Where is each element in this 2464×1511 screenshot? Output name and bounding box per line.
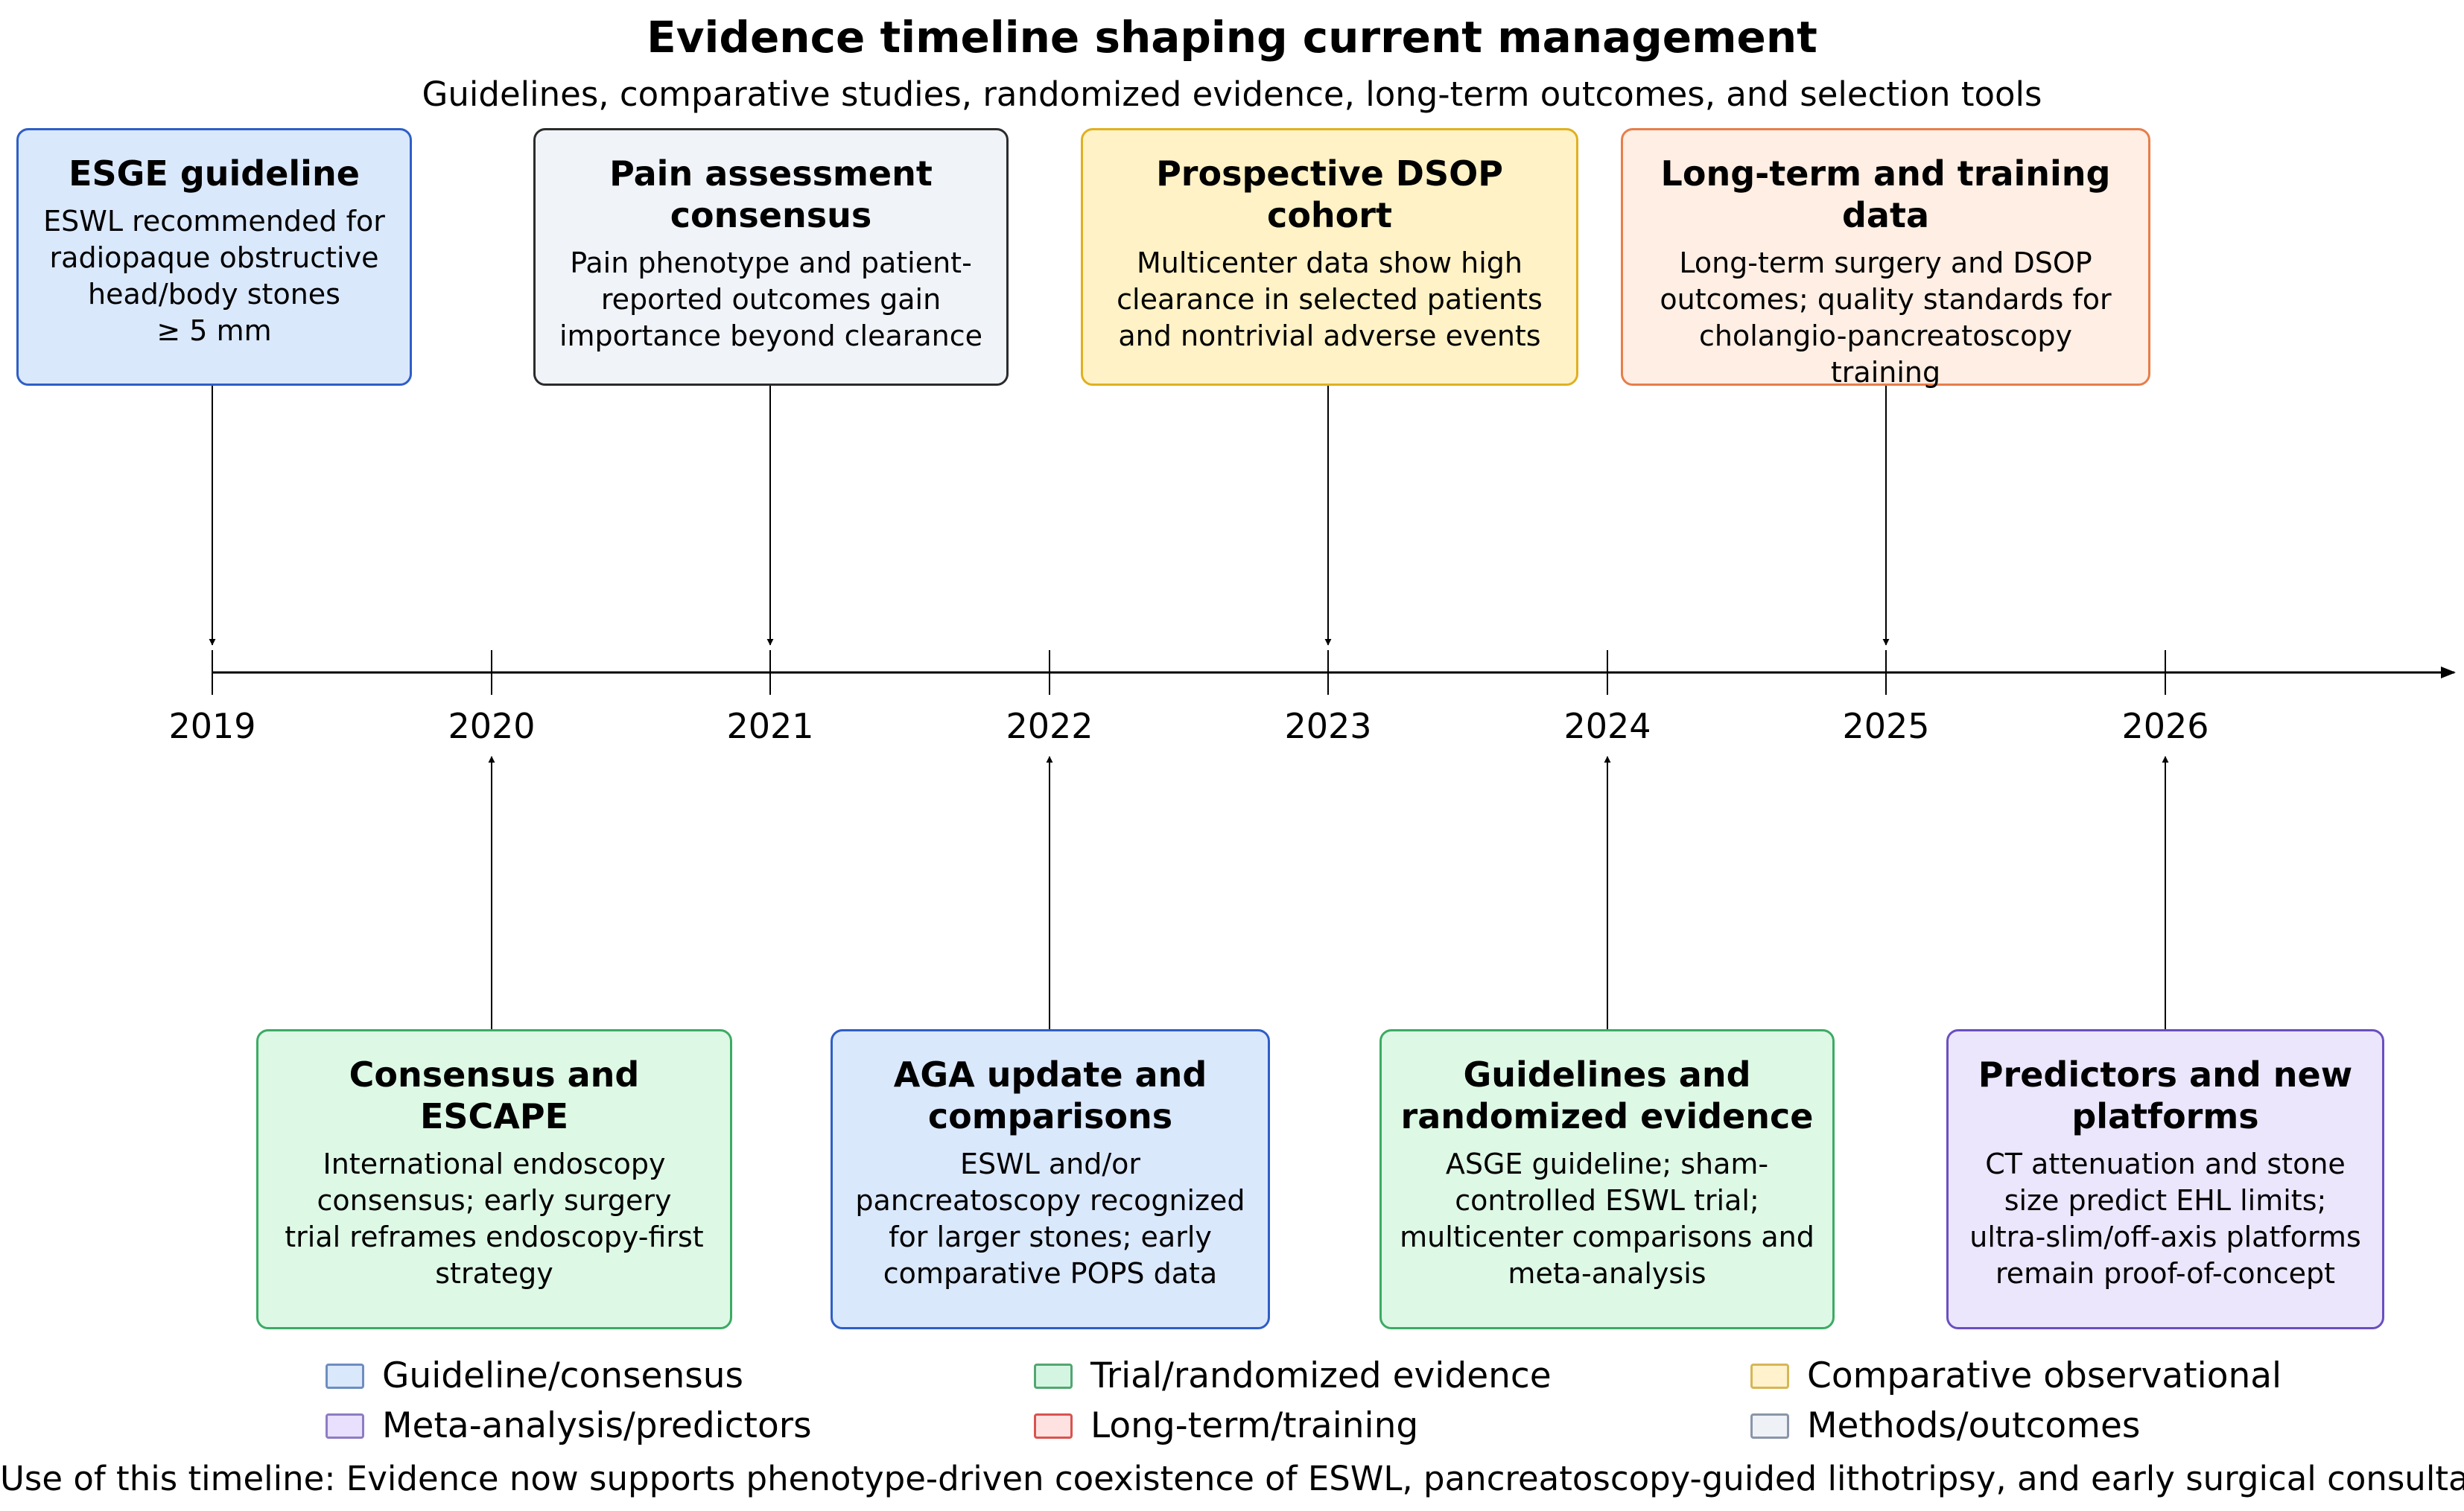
event-description-line: Multicenter data show high (1136, 246, 1523, 279)
event-description-line: for larger stones; early (889, 1221, 1212, 1253)
event-box-aga-update: AGA update and comparisons ESWL and/or p… (831, 1029, 1270, 1329)
event-box-prospective-dsop-cohort: Prospective DSOP cohort Multicenter data… (1081, 128, 1578, 386)
event-description: CT attenuation and stone size predict EH… (1966, 1146, 2364, 1292)
event-description: ASGE guideline; sham- controlled ESWL tr… (1400, 1146, 1814, 1292)
event-heading: Pain assessment consensus (609, 153, 933, 235)
event-description-line: size predict EHL limits; (2004, 1184, 2327, 1217)
event-description-line: comparative POPS data (883, 1257, 1218, 1290)
diagram-title: Evidence timeline shaping current manage… (647, 12, 1817, 63)
event-box-consensus-escape: Consensus and ESCAPE International endos… (256, 1029, 732, 1329)
legend-label: Comparative observational (1807, 1355, 2282, 1396)
event-description-line: ESWL and/or (959, 1148, 1141, 1180)
event-heading: Consensus and ESCAPE (349, 1054, 640, 1136)
event-description-line: ASGE guideline; sham- (1445, 1148, 1769, 1180)
legend-label: Long-term/training (1090, 1405, 1419, 1446)
event-description: Long-term surgery and DSOP outcomes; qua… (1641, 245, 2130, 391)
event-description-line: ≥ 5 mm (156, 314, 272, 347)
event-description: ESWL and/or pancreatoscopy recognized fo… (851, 1146, 1250, 1292)
footer-note: Use of this timeline: Evidence now suppo… (0, 1459, 2464, 1498)
event-description: Pain phenotype and patient- reported out… (553, 245, 988, 354)
event-description-line: reported outcomes gain (600, 283, 942, 316)
legend-label: Trial/randomized evidence (1090, 1355, 1552, 1396)
year-label-2025: 2025 (1842, 706, 1930, 746)
legend-label: Guideline/consensus (382, 1355, 744, 1396)
event-description-line: multicenter comparisons and (1400, 1221, 1814, 1253)
year-label-2023: 2023 (1284, 706, 1372, 746)
event-description-line: cholangio-pancreatoscopy training (1698, 319, 2073, 389)
event-box-esge-guideline: ESGE guideline ESWL recommended for radi… (16, 128, 412, 386)
event-description: ESWL recommended for radiopaque obstruct… (36, 203, 392, 349)
legend-swatch (326, 1413, 364, 1439)
legend-swatch (1750, 1413, 1789, 1439)
event-description-line: remain proof-of-concept (1995, 1257, 2336, 1290)
event-description-line: ESWL recommended for (43, 205, 385, 238)
legend-label: Meta-analysis/predictors (382, 1405, 812, 1446)
event-box-predictors-platforms: Predictors and new platforms CT attenuat… (1946, 1029, 2384, 1329)
legend-item-methods-outcomes: Methods/outcomes (1750, 1404, 2140, 1448)
event-heading: Prospective DSOP cohort (1156, 153, 1503, 235)
event-description-line: radiopaque obstructive (49, 241, 379, 274)
event-description-line: pancreatoscopy recognized (855, 1184, 1245, 1217)
event-description-line: strategy (435, 1257, 553, 1290)
event-description-line: importance beyond clearance (559, 319, 983, 352)
event-box-guidelines-randomized: Guidelines and randomized evidence ASGE … (1379, 1029, 1835, 1329)
year-label-2020: 2020 (448, 706, 536, 746)
event-description-line: head/body stones (88, 278, 340, 311)
year-label-2026: 2026 (2121, 706, 2209, 746)
event-description-line: ultra-slim/off-axis platforms (1969, 1221, 2361, 1253)
year-label-2019: 2019 (168, 706, 256, 746)
event-description-line: and nontrivial adverse events (1118, 319, 1541, 352)
diagram-subtitle: Guidelines, comparative studies, randomi… (422, 74, 2042, 114)
event-heading: Guidelines and randomized evidence (1400, 1054, 1814, 1136)
legend-item-meta-analysis-predictors: Meta-analysis/predictors (326, 1404, 812, 1448)
event-box-pain-assessment-consensus: Pain assessment consensus Pain phenotype… (533, 128, 1009, 386)
event-description: Multicenter data show high clearance in … (1101, 245, 1558, 354)
event-description-line: clearance in selected patients (1117, 283, 1543, 316)
legend-swatch (326, 1364, 364, 1389)
event-heading: Predictors and new platforms (1978, 1054, 2353, 1136)
event-description-line: meta-analysis (1508, 1257, 1706, 1290)
event-heading: Long-term and training data (1660, 153, 2111, 235)
legend-swatch (1034, 1413, 1073, 1439)
year-label-2022: 2022 (1006, 706, 1093, 746)
event-heading: ESGE guideline (69, 153, 360, 194)
event-description: International endoscopy consensus; early… (276, 1146, 712, 1292)
event-description-line: controlled ESWL trial; (1455, 1184, 1759, 1217)
event-box-long-term-training: Long-term and training data Long-term su… (1621, 128, 2150, 389)
event-description-line: International endoscopy (323, 1148, 666, 1180)
legend-item-trial-randomized: Trial/randomized evidence (1034, 1354, 1552, 1399)
event-description-line: outcomes; quality standards for (1660, 283, 2112, 316)
event-description-line: trial reframes endoscopy-first (285, 1221, 704, 1253)
year-label-2024: 2024 (1563, 706, 1651, 746)
event-description-line: Pain phenotype and patient- (570, 246, 972, 279)
year-label-2021: 2021 (726, 706, 814, 746)
event-description-line: CT attenuation and stone (1985, 1148, 2346, 1180)
event-heading: AGA update and comparisons (893, 1054, 1207, 1136)
legend-swatch (1034, 1364, 1073, 1389)
legend-swatch (1750, 1364, 1789, 1389)
legend-item-long-term-training: Long-term/training (1034, 1404, 1418, 1448)
legend-item-comparative-observational: Comparative observational (1750, 1354, 2282, 1399)
event-description-line: consensus; early surgery (317, 1184, 672, 1217)
event-description-line: Long-term surgery and DSOP (1679, 246, 2092, 279)
legend-item-guideline-consensus: Guideline/consensus (326, 1354, 743, 1399)
legend-label: Methods/outcomes (1807, 1405, 2141, 1446)
